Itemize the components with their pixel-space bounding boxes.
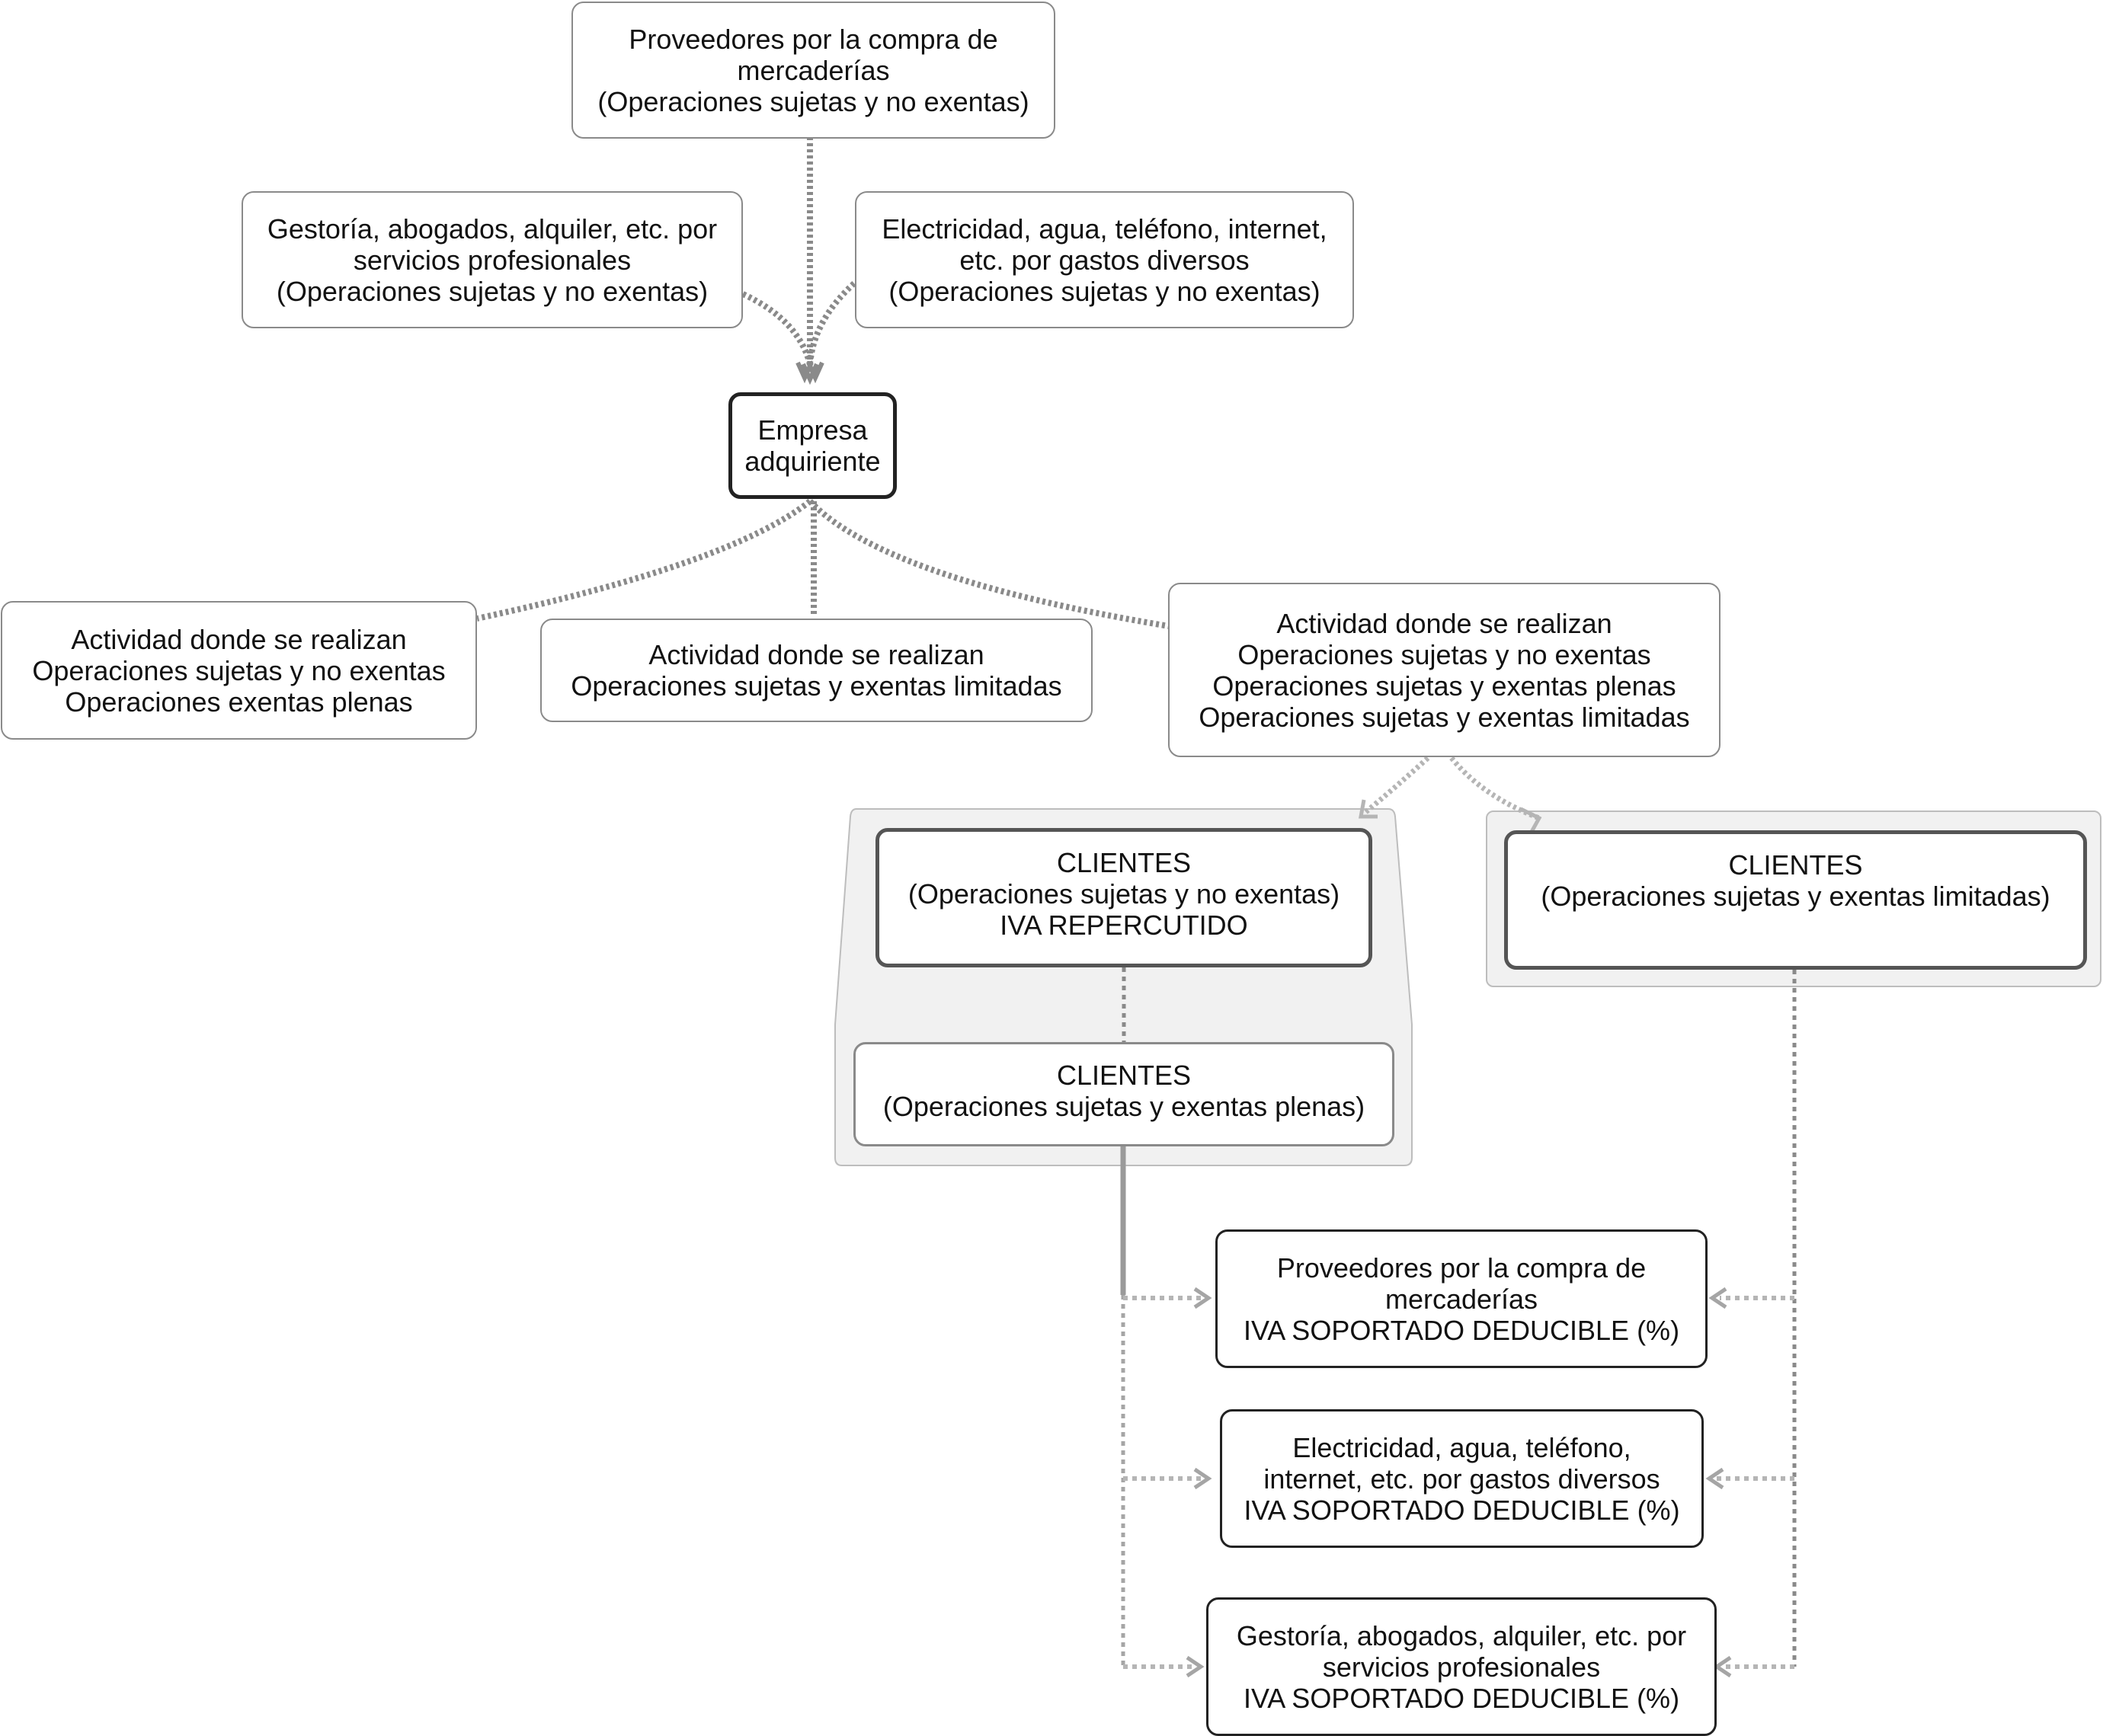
node-electricidad-bottom: Electricidad, agua, teléfono,internet, e… (1220, 1409, 1704, 1548)
node-text-line: etc. por gastos diversos (959, 244, 1250, 276)
node-text-line: Actividad donde se realizan (648, 639, 984, 670)
node-text-line: Operaciones sujetas y no exentas (1237, 638, 1651, 670)
node-text-line: (Operaciones sujetas y exentas limitadas… (1541, 881, 2050, 912)
node-text-line: Operaciones sujetas y exentas plenas (1212, 670, 1676, 702)
node-text-line: (Operaciones sujetas y no exentas) (597, 85, 1029, 117)
node-text-line: Proveedores por la compra de (1276, 1252, 1647, 1284)
node-text-line: adquiriente (744, 446, 881, 477)
edge-actividad-right-to-clientes-left (1362, 756, 1430, 816)
node-text-line: (Operaciones sujetas y no exentas) (907, 878, 1340, 910)
node-text-line: Operaciones sujetas y exentas limitadas (571, 670, 1062, 702)
arrowhead-right-electricidad-bottom (1705, 1467, 1724, 1490)
arrowhead-left-proveedores-bottom (1193, 1287, 1212, 1309)
node-text-line: IVA SOPORTADO DEDUCIBLE (%) (1243, 1314, 1680, 1346)
node-text-line: mercaderías (1384, 1283, 1538, 1315)
node-text-line: Empresa (757, 414, 868, 446)
node-text-line: servicios profesionales (1322, 1651, 1601, 1683)
node-text-line: Proveedores por la compra de (629, 23, 998, 55)
node-clientes-plenas: CLIENTES(Operaciones sujetas y exentas p… (853, 1042, 1394, 1146)
node-clientes-no-exentas: CLIENTES(Operaciones sujetas y no exenta… (875, 828, 1372, 967)
edge-empresa-to-actividad-left (476, 498, 812, 622)
node-text-line: CLIENTES (1728, 849, 1863, 881)
node-text-line: Operaciones exentas plenas (65, 686, 413, 718)
node-text-line: Operaciones sujetas y exentas limitadas (1199, 701, 1690, 733)
edge-empresa-to-actividad-right (808, 499, 1170, 629)
arrowhead-right-gestoria-bottom (1713, 1655, 1732, 1678)
arrowhead-left-gestoria-bottom (1186, 1655, 1205, 1678)
arrowhead-top-right (806, 361, 824, 384)
arrowhead-left-electricidad-bottom (1193, 1467, 1212, 1490)
node-text-line: mercaderías (737, 54, 890, 86)
node-text-line: Gestoría, abogados, alquiler, etc. por (267, 213, 718, 245)
node-text-line: Operaciones sujetas y no exentas (32, 654, 446, 686)
arrowhead-clientes-right (1519, 807, 1542, 833)
arrowhead-clientes-left (1359, 799, 1378, 819)
node-electricidad-top: Electricidad, agua, teléfono, internet,e… (855, 191, 1354, 328)
node-text-line: IVA SOPORTADO DEDUCIBLE (%) (1243, 1682, 1680, 1714)
node-text-line: Electricidad, agua, teléfono, internet, (882, 213, 1327, 245)
node-text-line: IVA SOPORTADO DEDUCIBLE (%) (1244, 1494, 1680, 1526)
node-text-line: Actividad donde se realizan (71, 623, 407, 655)
edge-gestoria-to-empresa (741, 291, 813, 366)
node-text-line: (Operaciones sujetas y exentas plenas) (882, 1091, 1365, 1122)
node-text-line: (Operaciones sujetas y no exentas) (276, 275, 709, 307)
node-text-line: servicios profesionales (353, 244, 632, 276)
node-text-line: CLIENTES (1056, 847, 1192, 878)
edge-actividad-right-to-clientes-right (1449, 756, 1541, 821)
node-text-line: Electricidad, agua, teléfono, (1292, 1431, 1631, 1463)
node-text-line: Actividad donde se realizan (1276, 607, 1612, 639)
node-text-line: IVA REPERCUTIDO (1000, 910, 1248, 941)
edge-electricidad-to-empresa (807, 281, 856, 365)
arrowhead-top-middle (801, 363, 819, 385)
node-text-line: Gestoría, abogados, alquiler, etc. por (1236, 1619, 1687, 1651)
node-text-line: (Operaciones sujetas y no exentas) (888, 275, 1320, 307)
node-text-line: internet, etc. por gastos diversos (1263, 1463, 1660, 1495)
node-clientes-limitadas: CLIENTES(Operaciones sujetas y exentas l… (1504, 830, 2087, 970)
node-text-line: CLIENTES (1056, 1060, 1192, 1091)
arrowhead-right-proveedores-bottom (1708, 1287, 1727, 1309)
